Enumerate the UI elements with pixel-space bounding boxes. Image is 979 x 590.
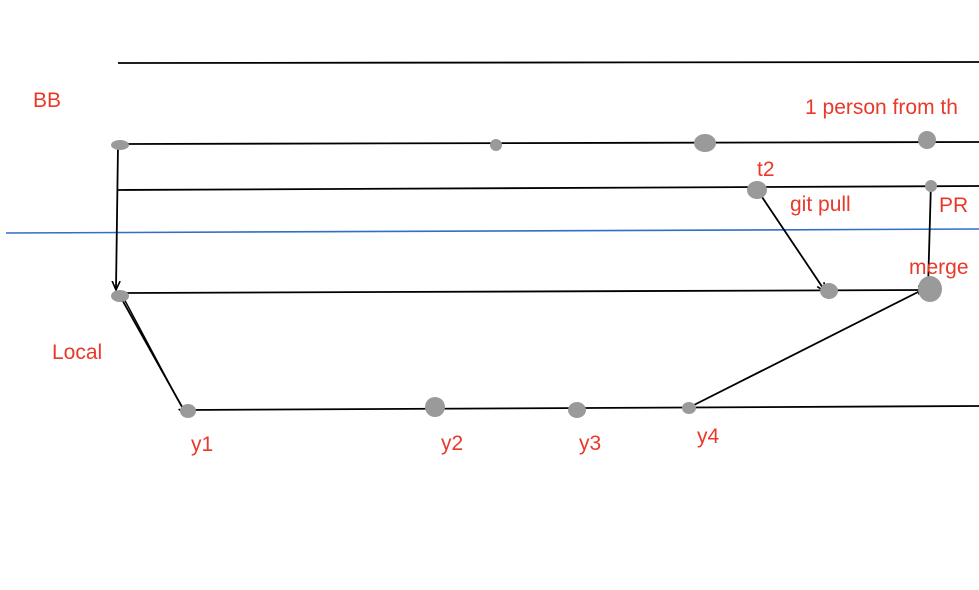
commit-dot [694, 134, 716, 152]
commit-label-y1: y1 [191, 433, 214, 456]
git-pull-arrow [757, 190, 825, 291]
commit-dot [820, 283, 838, 299]
commit-dot-y3 [568, 402, 586, 418]
merge-arrow [689, 287, 928, 408]
commit-label-y2: y2 [441, 432, 464, 455]
clone-arrow [116, 145, 118, 289]
commit-dot-merge [918, 276, 942, 302]
commit-dot-y2 [425, 397, 445, 417]
commit-dot-y4 [682, 402, 696, 414]
commit-dot [111, 140, 129, 150]
note-label: 1 person from th [805, 96, 958, 119]
local-label: Local [52, 341, 103, 364]
remote-second-line [117, 185, 979, 191]
t2-label: t2 [757, 158, 775, 181]
commit-dot [490, 139, 502, 151]
commit-dot [111, 290, 129, 302]
git-pull-label: git pull [790, 193, 851, 216]
branch-arrow-stroke [121, 294, 179, 401]
commit-label-y3: y3 [579, 432, 602, 455]
remote-label: BB [33, 89, 62, 112]
merge-label: merge [909, 256, 969, 279]
commit-dot-t2 [747, 181, 767, 199]
local-main-line [117, 290, 926, 293]
commit-dot-pr [925, 180, 937, 192]
remote-local-divider [5, 228, 979, 234]
remote-branch-line [117, 141, 979, 145]
commit-dot [918, 131, 936, 149]
pr-label: PR [939, 194, 969, 217]
top-line [117, 61, 979, 64]
commit-dot-y1 [180, 404, 196, 418]
commit-label-y4: y4 [697, 425, 720, 448]
pr-arrow [928, 182, 931, 290]
